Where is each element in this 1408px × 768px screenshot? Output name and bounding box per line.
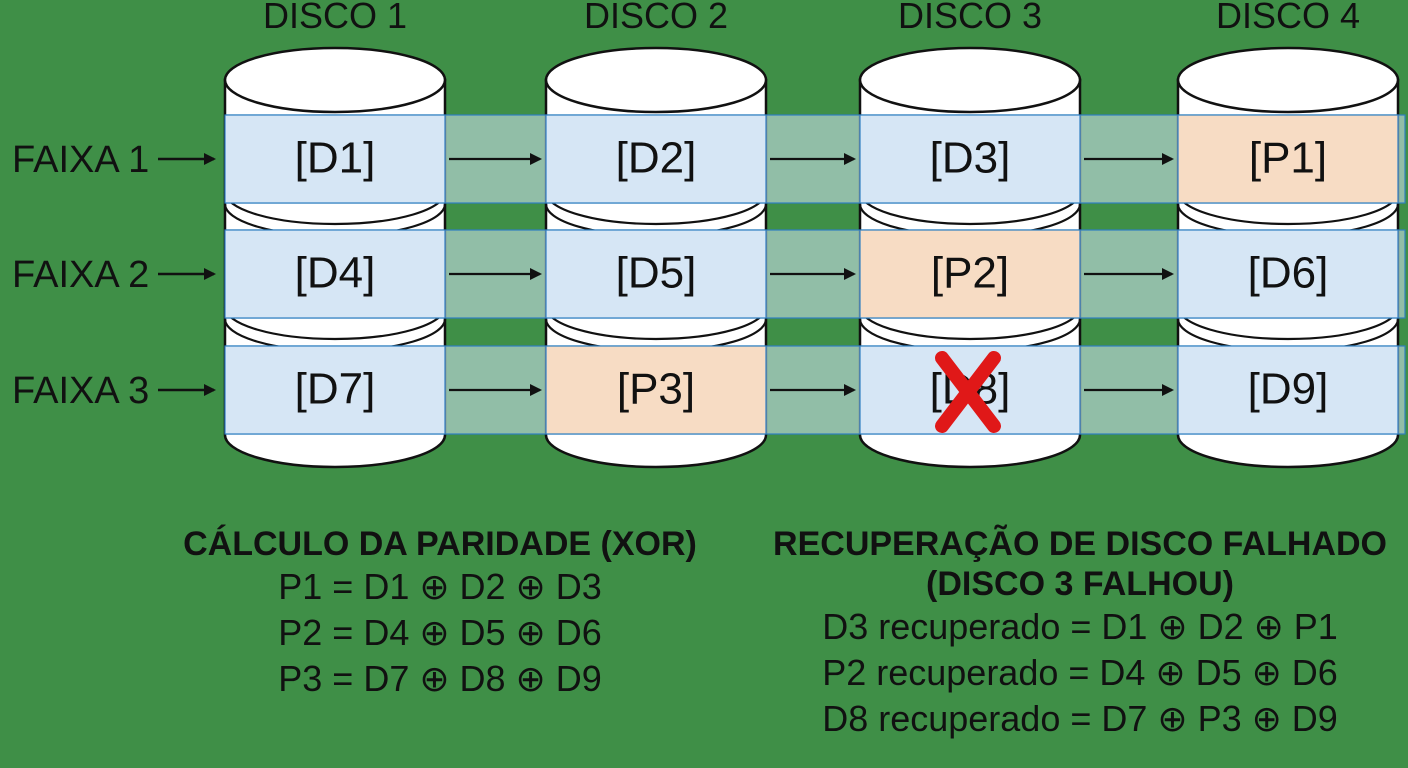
disk-title: DISCO 3 — [898, 0, 1042, 36]
data-block — [224, 345, 446, 435]
disk-title: DISCO 4 — [1216, 0, 1360, 36]
block-label: [D4] — [295, 249, 376, 298]
block-label: [P1] — [1249, 134, 1327, 183]
disk-top — [223, 46, 447, 114]
parity-formula: P2 = D4 ⊕ D5 ⊕ D6 — [278, 612, 602, 653]
recovery-formula: D8 recuperado = D7 ⊕ P3 ⊕ D9 — [822, 698, 1338, 739]
disk-top — [544, 46, 768, 114]
x-mark-icon — [935, 351, 1001, 433]
block-label: [D9] — [1248, 365, 1329, 414]
recovery-subheading: (DISCO 3 FALHOU) — [926, 565, 1234, 603]
block-label: [D1] — [295, 134, 376, 183]
data-block — [545, 114, 767, 204]
data-block — [224, 114, 446, 204]
parity-formula: P3 = D7 ⊕ D8 ⊕ D9 — [278, 658, 602, 699]
disk-top — [1176, 46, 1400, 114]
x-mark-stroke — [935, 351, 1001, 433]
block-label: [D7] — [295, 365, 376, 414]
disk-platter-edge — [223, 191, 447, 226]
block-label: [D3] — [930, 134, 1011, 183]
parity-formula: P1 = D1 ⊕ D2 ⊕ D3 — [278, 566, 602, 607]
disk-platter-edge — [1176, 306, 1400, 341]
disk-title: DISCO 1 — [263, 0, 407, 36]
data-block — [1177, 229, 1399, 319]
data-block — [224, 229, 446, 319]
block-label: [D2] — [616, 134, 697, 183]
parity-block — [1177, 114, 1399, 204]
parity-heading: CÁLCULO DA PARIDADE (XOR) — [183, 525, 697, 563]
disk-title: DISCO 2 — [584, 0, 728, 36]
block-label: [P2] — [931, 249, 1009, 298]
disk-platter-edge — [223, 306, 447, 341]
data-block — [1177, 345, 1399, 435]
failed-disk-recovery-section: RECUPERAÇÃO DE DISCO FALHADO (DISCO 3 FA… — [740, 524, 1408, 742]
disk-top — [858, 46, 1082, 114]
parity-calculation-section: CÁLCULO DA PARIDADE (XOR) P1 = D1 ⊕ D2 ⊕… — [150, 524, 730, 702]
recovery-heading: RECUPERAÇÃO DE DISCO FALHADO — [773, 525, 1387, 563]
disk-platter-edge — [544, 306, 768, 341]
block-label: [D6] — [1248, 249, 1329, 298]
block-label: [D5] — [616, 249, 697, 298]
stripe-label: FAIXA 1 — [12, 139, 149, 181]
data-block — [545, 229, 767, 319]
stripe-label: FAIXA 2 — [12, 254, 149, 296]
disk-platter-edge — [1176, 191, 1400, 226]
disk-platter-edge — [544, 191, 768, 226]
data-block — [859, 114, 1081, 204]
parity-block — [545, 345, 767, 435]
block-label: [P3] — [617, 365, 695, 414]
parity-block — [859, 229, 1081, 319]
disk-platter-edge — [858, 306, 1082, 341]
disk-platter-edge — [858, 191, 1082, 226]
recovery-formula: P2 recuperado = D4 ⊕ D5 ⊕ D6 — [822, 652, 1338, 693]
stripe-label: FAIXA 3 — [12, 370, 149, 412]
recovery-formula: D3 recuperado = D1 ⊕ D2 ⊕ P1 — [822, 606, 1338, 647]
